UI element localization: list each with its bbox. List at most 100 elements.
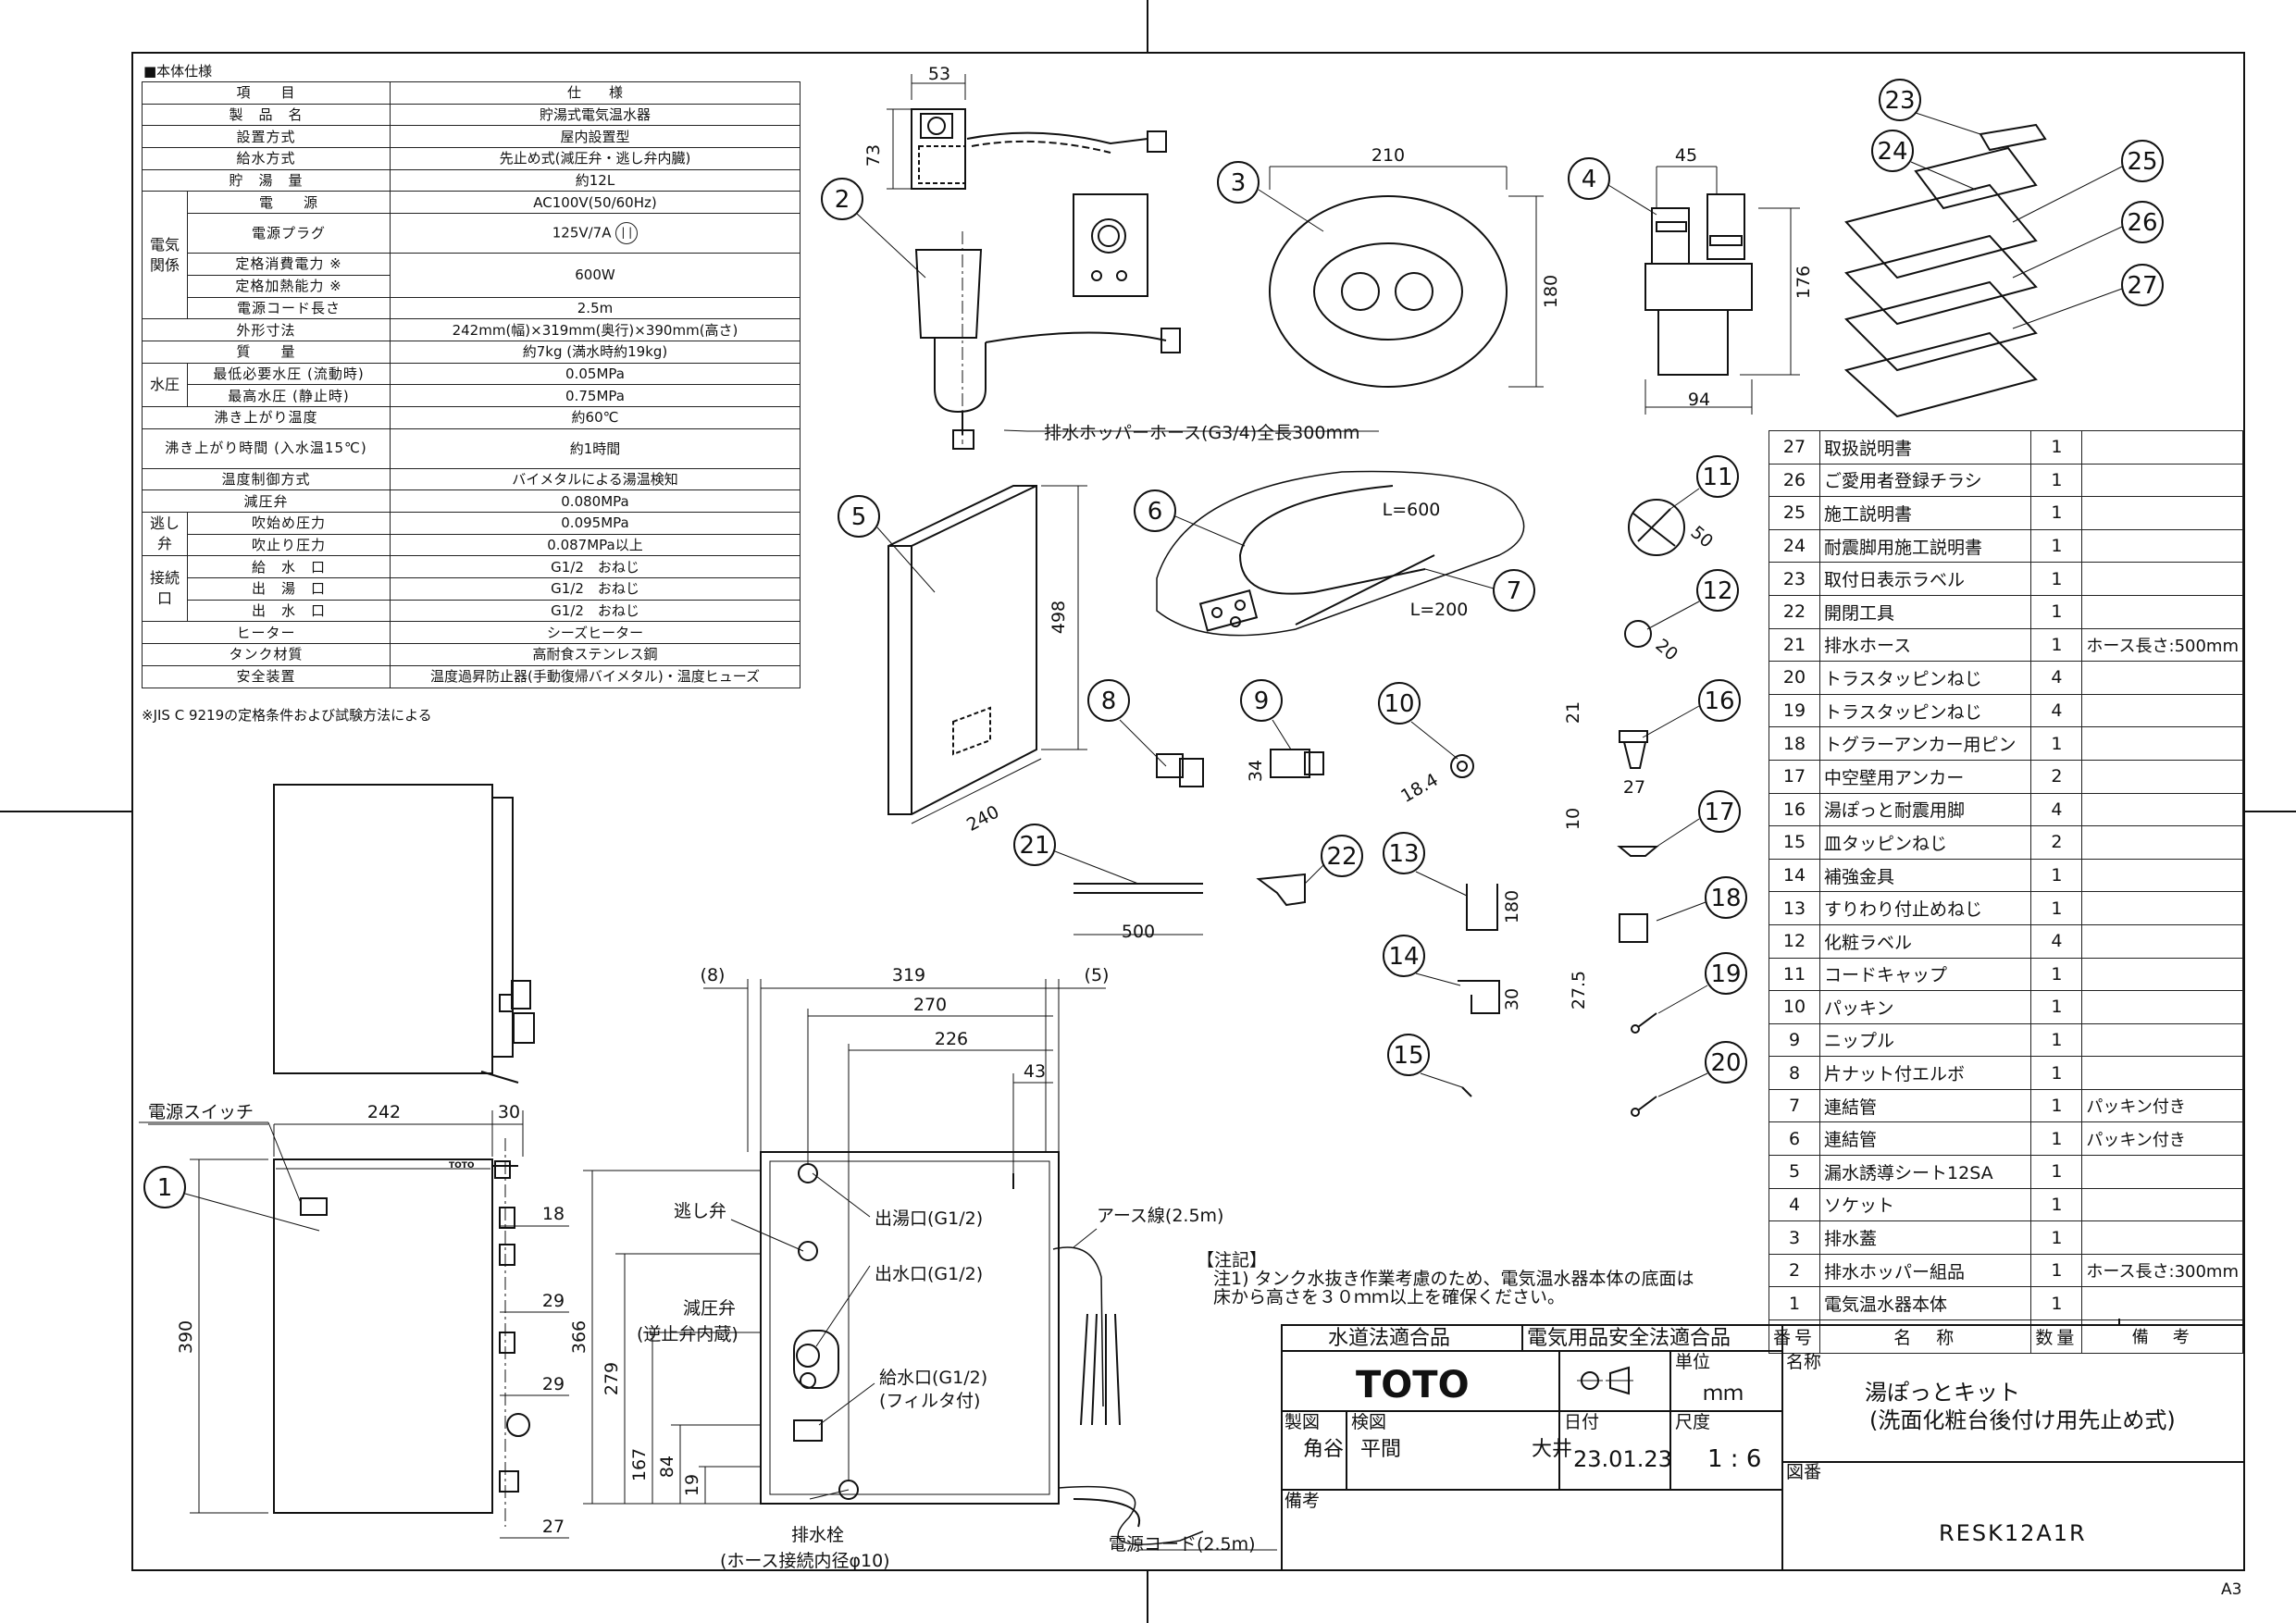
svg-text:ｍｍ: ｍｍ bbox=[1703, 1382, 1744, 1406]
svg-text:19: 19 bbox=[1710, 960, 1741, 988]
svg-text:366: 366 bbox=[569, 1320, 590, 1354]
group-label: 接続口 bbox=[142, 555, 188, 623]
svg-text:26: 26 bbox=[2127, 209, 2157, 237]
svg-text:製図: 製図 bbox=[1285, 1412, 1320, 1432]
table-row: 貯 湯 量約12L bbox=[142, 168, 800, 192]
part-5-leak-sheet bbox=[887, 485, 1087, 824]
svg-text:1: 1 bbox=[157, 1174, 173, 1202]
leader-lines bbox=[139, 1121, 1277, 1551]
svg-text:15: 15 bbox=[1393, 1042, 1423, 1070]
callout-numbers: 1 2 3 4 5 6 7 8 9 10 11 12 13 14 15 16 1… bbox=[157, 87, 2158, 1202]
parts-6-7-connecting-pipes bbox=[1156, 470, 1525, 637]
svg-text:18: 18 bbox=[1710, 885, 1741, 912]
table-row: 質 量約7kg (満水時約19kg) bbox=[142, 340, 800, 364]
plug-symbol-icon: | | bbox=[615, 222, 639, 245]
table-row: 沸き上がり時間 (入水温15℃)約1時間 bbox=[142, 427, 800, 469]
svg-text:27: 27 bbox=[2127, 272, 2157, 300]
svg-text:73: 73 bbox=[863, 144, 884, 167]
svg-text:180: 180 bbox=[1541, 275, 1561, 308]
table-row: ヒーターシーズヒーター bbox=[142, 621, 800, 645]
svg-text:180: 180 bbox=[1502, 890, 1522, 923]
svg-text:17: 17 bbox=[1704, 799, 1734, 826]
svg-text:検図: 検図 bbox=[1351, 1412, 1386, 1432]
table-row: 安全装置温度過昇防止器(手動復帰バイメタル)・温度ヒューズ bbox=[142, 664, 800, 688]
spec-title: ■本体仕様 bbox=[143, 63, 213, 80]
svg-text:(5): (5) bbox=[1085, 965, 1110, 985]
group-label: 電気関係 bbox=[142, 191, 188, 320]
table-row: 製 品 名貯湯式電気温水器 bbox=[142, 103, 800, 127]
group-label: 逃し弁 bbox=[142, 511, 188, 557]
svg-text:226: 226 bbox=[935, 1029, 968, 1049]
svg-text:29: 29 bbox=[542, 1291, 565, 1311]
svg-text:176: 176 bbox=[1793, 266, 1814, 299]
svg-text:9: 9 bbox=[1254, 688, 1270, 715]
svg-text:27: 27 bbox=[1623, 777, 1645, 798]
part-2-drain-hopper bbox=[887, 74, 1379, 450]
svg-text:11: 11 bbox=[1702, 464, 1732, 491]
svg-text:13: 13 bbox=[1388, 840, 1419, 868]
svg-text:(逆止弁内蔵): (逆止弁内蔵) bbox=[637, 1324, 738, 1344]
main-unit-top-view bbox=[273, 784, 535, 1084]
svg-text:名称: 名称 bbox=[1786, 1352, 1821, 1372]
part-3-drain-cover bbox=[1269, 166, 1544, 388]
drawing-labels: 排水ホッパーホース(G3/4)全長300mm 電源スイッチ 逃し弁 出湯口(G1… bbox=[148, 423, 1359, 1571]
svg-text:5: 5 bbox=[851, 503, 867, 531]
svg-text:500: 500 bbox=[1122, 922, 1155, 942]
table-row: タンク材質高耐食ステンレス鋼 bbox=[142, 643, 800, 666]
table-row: 定格消費電力 ※600W bbox=[143, 253, 800, 298]
svg-text:出湯口(G1/2): 出湯口(G1/2) bbox=[875, 1208, 983, 1229]
svg-text:242: 242 bbox=[367, 1102, 401, 1122]
dimensions: 53 73 210 180 45 176 94 498 240 L=600 L=… bbox=[176, 64, 1814, 1537]
svg-text:84: 84 bbox=[657, 1456, 677, 1478]
svg-text:16: 16 bbox=[1704, 688, 1734, 715]
svg-text:22: 22 bbox=[1326, 843, 1357, 871]
svg-text:逃し弁: 逃し弁 bbox=[674, 1201, 726, 1221]
svg-text:L=200: L=200 bbox=[1410, 600, 1469, 620]
svg-text:排水栓: 排水栓 bbox=[791, 1525, 844, 1545]
svg-text:A3: A3 bbox=[2221, 1580, 2241, 1599]
svg-text:RESK12A1R: RESK12A1R bbox=[1939, 1520, 2087, 1546]
svg-text:給水口(G1/2): 給水口(G1/2) bbox=[879, 1368, 987, 1388]
table-row: 沸き上がり温度約60℃ bbox=[142, 405, 800, 429]
toto-logo: TOTO bbox=[1356, 1364, 1470, 1406]
spec-footnote: ※JIS C 9219の定格条件および試験方法による bbox=[142, 707, 432, 724]
svg-text:12: 12 bbox=[1702, 577, 1732, 605]
svg-text:(8): (8) bbox=[701, 965, 726, 985]
svg-text:4: 4 bbox=[1582, 166, 1597, 193]
svg-text:21: 21 bbox=[1019, 832, 1049, 860]
title-block-text: 水道法適合品 電気用品安全法適合品 TOTO 単位 ｍｍ 名称 湯ぽっとキット … bbox=[1285, 1327, 2241, 1599]
spec-table: 項 目仕 様 製 品 名貯湯式電気温水器 設置方式屋内設置型 給水方式先止め式(… bbox=[142, 81, 800, 688]
svg-text:20: 20 bbox=[1710, 1049, 1741, 1077]
svg-text:24: 24 bbox=[1877, 138, 1907, 166]
svg-text:10: 10 bbox=[1563, 808, 1583, 830]
table-row: 項 目仕 様 bbox=[142, 81, 800, 105]
svg-text:25: 25 bbox=[2127, 148, 2157, 176]
svg-text:53: 53 bbox=[928, 64, 950, 84]
svg-text:出水口(G1/2): 出水口(G1/2) bbox=[875, 1264, 983, 1284]
svg-text:18: 18 bbox=[542, 1204, 565, 1224]
toto-logo-small: TOTO bbox=[449, 1161, 475, 1171]
svg-text:43: 43 bbox=[1024, 1061, 1046, 1082]
projection-symbol-icon bbox=[1577, 1366, 1633, 1395]
svg-text:270: 270 bbox=[913, 995, 947, 1015]
svg-text:45: 45 bbox=[1675, 145, 1697, 166]
svg-text:94: 94 bbox=[1688, 390, 1710, 410]
svg-text:279: 279 bbox=[602, 1362, 622, 1395]
svg-text:319: 319 bbox=[892, 965, 925, 985]
